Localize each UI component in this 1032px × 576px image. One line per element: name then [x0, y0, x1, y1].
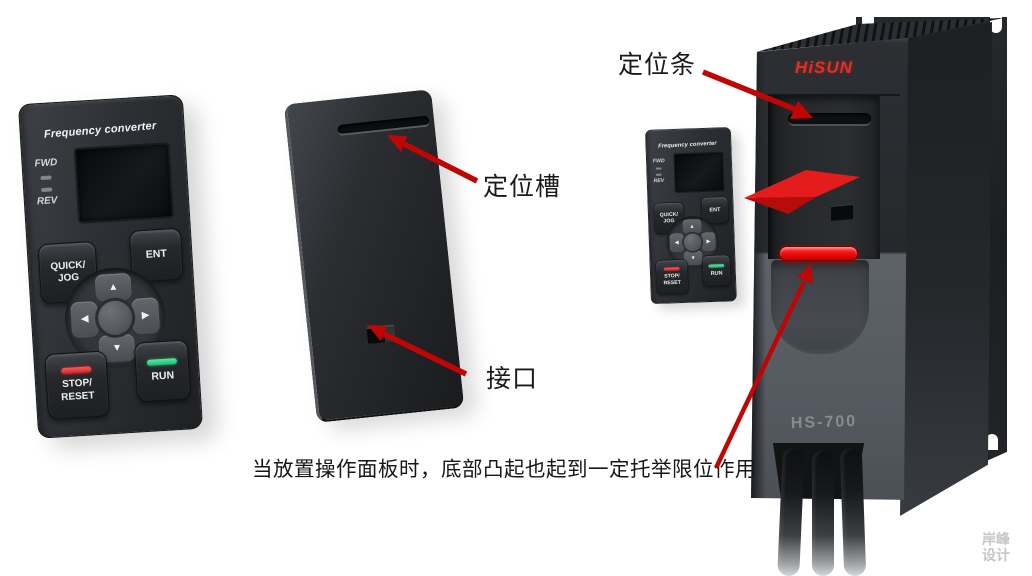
drive-side-face — [899, 22, 992, 516]
mount-notch-bottom — [986, 434, 998, 450]
rev-led — [655, 173, 662, 176]
panel-display — [673, 151, 725, 193]
interface-port — [366, 324, 397, 345]
brand-logo: HiSUN — [795, 58, 853, 77]
panel-pocket — [771, 260, 869, 354]
stop-reset-button: STOP/ RESET — [655, 259, 689, 295]
fwd-led — [655, 167, 662, 170]
ent-label: ENT — [709, 206, 721, 214]
model-label: HS-700 — [790, 412, 858, 433]
mount-notch-top-right — [990, 17, 1002, 33]
stop-label-line2: RESET — [663, 279, 681, 286]
panel-title: Frequency converter — [43, 119, 157, 141]
power-cable-left — [777, 447, 805, 576]
run-indicator — [146, 358, 178, 366]
positioning-bar-slot — [788, 113, 871, 126]
callout-positioning-bar: 定位条 — [618, 51, 697, 79]
run-label: RUN — [151, 369, 175, 383]
watermark: 岸峰 设计 — [982, 531, 1010, 563]
operator-panel-mini: Frequency converter FWD REV QUICK/ JOG E… — [645, 127, 737, 310]
operator-panel-front: Frequency converter FWD REV QUICK/ JOG E… — [17, 94, 204, 439]
right-arrow-icon: ▶ — [706, 238, 711, 245]
drive-front-face: HiSUN HS-700 — [751, 37, 908, 500]
panel-title: Frequency converter — [657, 140, 717, 150]
stop-indicator — [61, 366, 92, 375]
rev-label: REV — [653, 177, 665, 184]
fwd-label: FWD — [652, 157, 665, 165]
run-button: RUN — [133, 339, 192, 403]
panel-recess — [768, 95, 880, 259]
left-arrow-icon: ◀ — [80, 313, 89, 325]
power-cable-right — [839, 447, 867, 576]
watermark-line2: 设计 — [982, 547, 1010, 564]
stop-label-line2: RESET — [60, 389, 95, 403]
figure-caption: 当放置操作面板时，底部凸起也起到一定托举限位作用 — [252, 458, 756, 481]
run-indicator — [708, 264, 725, 268]
rev-led — [41, 187, 53, 193]
panel-key-area: QUICK/ JOG ENT ▲ ▼ ◀ ▶ STOP/ RESET — [648, 194, 736, 303]
positioning-slot — [337, 115, 430, 137]
right-arrow-icon: ▶ — [141, 309, 150, 322]
callout-positioning-slot: 定位槽 — [483, 173, 562, 201]
panel-display — [73, 142, 175, 224]
run-label: RUN — [710, 269, 723, 277]
panel-connector — [831, 204, 853, 221]
rev-label: REV — [36, 195, 58, 208]
stop-reset-button: STOP/ RESET — [44, 350, 111, 421]
down-arrow-icon: ▼ — [111, 341, 123, 354]
fwd-led — [40, 175, 52, 181]
up-arrow-icon: ▲ — [689, 223, 695, 230]
ent-label: ENT — [145, 247, 168, 262]
quick-jog-label-line2: JOG — [57, 271, 80, 285]
up-arrow-icon: ▲ — [107, 281, 119, 293]
fwd-label: FWD — [34, 157, 58, 170]
panel-key-area: QUICK/ JOG ENT ▲ ▼ ◀ ▶ STOP/ RESET RUN — [27, 223, 202, 438]
left-arrow-icon: ◀ — [674, 239, 679, 246]
run-button: RUN — [701, 254, 732, 287]
quick-jog-label-line1: QUICK/ — [50, 259, 86, 273]
callout-interface: 接口 — [486, 365, 539, 393]
power-cable-middle — [812, 450, 834, 576]
stop-indicator — [663, 267, 680, 271]
watermark-line1: 岸峰 — [982, 531, 1010, 547]
bottom-support-bar — [779, 246, 858, 261]
operator-panel-back — [283, 89, 465, 423]
operator-panel-mini-body: Frequency converter FWD REV QUICK/ JOG E… — [645, 127, 737, 305]
down-arrow-icon: ▼ — [690, 254, 696, 261]
